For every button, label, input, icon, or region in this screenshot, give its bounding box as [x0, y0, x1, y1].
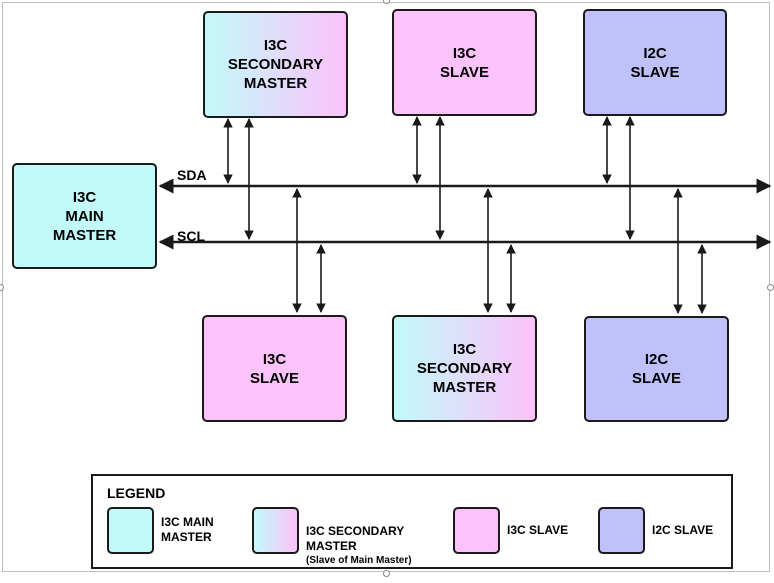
legend-swatch-main-master — [107, 507, 154, 554]
legend-label-i2c-slave: I2C SLAVE — [652, 523, 714, 537]
legend-panel: LEGEND I3C MAIN MASTER I3C SECONDARY MAS… — [91, 474, 733, 569]
sda-label: SDA — [177, 167, 207, 183]
legend-label-i3c-slave: I3C SLAVE — [507, 523, 569, 537]
selection-handle-left[interactable] — [0, 284, 4, 291]
legend-title: LEGEND — [107, 485, 166, 501]
scl-label: SCL — [177, 228, 205, 244]
bottom-i3c-slave-block[interactable]: I3C SLAVE — [202, 315, 347, 422]
legend-label-main-master: I3C MAIN MASTER — [161, 515, 214, 544]
legend-swatch-i3c-slave — [453, 507, 500, 554]
selection-handle-top[interactable] — [383, 0, 390, 4]
top-i2c-slave-block[interactable]: I2C SLAVE — [583, 9, 727, 116]
bottom-i2c-slave-block[interactable]: I2C SLAVE — [584, 316, 729, 422]
legend-secondary-master-text: I3C SECONDARY MASTER — [306, 524, 405, 553]
legend-swatch-secondary-master — [252, 507, 299, 554]
top-i3c-slave-block[interactable]: I3C SLAVE — [392, 9, 537, 116]
legend-secondary-master-note: (Slave of Main Master) — [306, 555, 412, 566]
legend-label-secondary-master: I3C SECONDARY MASTER (Slave of Main Mast… — [306, 509, 412, 583]
top-secondary-master-block[interactable]: I3C SECONDARY MASTER — [203, 11, 348, 118]
bottom-secondary-master-block[interactable]: I3C SECONDARY MASTER — [392, 315, 537, 422]
i3c-main-master-block[interactable]: I3C MAIN MASTER — [12, 163, 157, 269]
legend-swatch-i2c-slave — [598, 507, 645, 554]
